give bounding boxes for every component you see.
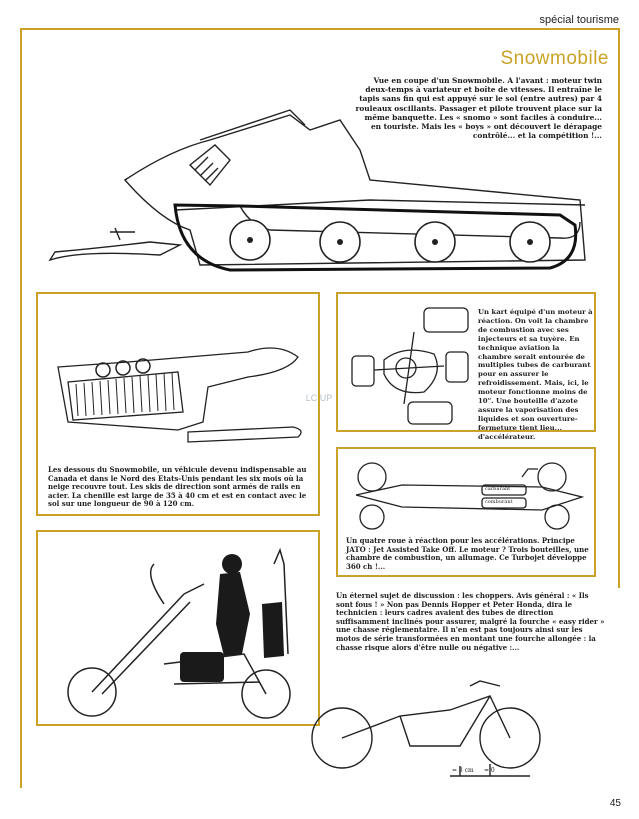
snowmobile-cutaway-illustration: [48, 109, 586, 272]
watermark: LC UP: [305, 393, 333, 403]
page-number: 45: [609, 798, 621, 809]
jato-tank2-label: comburant: [485, 499, 513, 505]
fork-zero-label: = 0: [484, 767, 495, 774]
header-label: spécial tourisme: [539, 14, 619, 26]
snowmobile-underside-illustration: [57, 347, 302, 443]
chopper-box: [36, 530, 320, 726]
caption-jet-kart: Un kart équipé d'un moteur à réaction. O…: [478, 308, 593, 441]
caption-jato: Un quatre roue à réaction pour les accél…: [346, 536, 589, 571]
header-rule: [20, 28, 620, 30]
caption-choppers: Un éternel sujet de discussion : les cho…: [336, 591, 605, 652]
jet-kart-illustration: [351, 307, 469, 425]
motorcycle-fork-diagram: [311, 680, 541, 777]
jato-tank1-label: carburant: [485, 486, 511, 492]
jato-car-illustration: [355, 462, 585, 530]
jato-car-box: carburant comburant Un quatre roue à réa…: [336, 447, 596, 577]
underside-box: Les dessous du Snowmobile, un véhicule d…: [36, 292, 320, 516]
right-rule: [618, 28, 620, 588]
fork-measure-label: = 8 cm: [452, 767, 474, 774]
jet-kart-box: Un kart équipé d'un moteur à réaction. O…: [336, 292, 596, 441]
caption-underside: Les dessous du Snowmobile, un véhicule d…: [48, 465, 307, 509]
article-title: Snowmobile: [500, 48, 609, 69]
article-intro: Vue en coupe d'un Snowmobile. A l'avant …: [355, 76, 602, 141]
left-rule: [20, 28, 22, 788]
chopper-rider-illustration: [67, 547, 291, 719]
